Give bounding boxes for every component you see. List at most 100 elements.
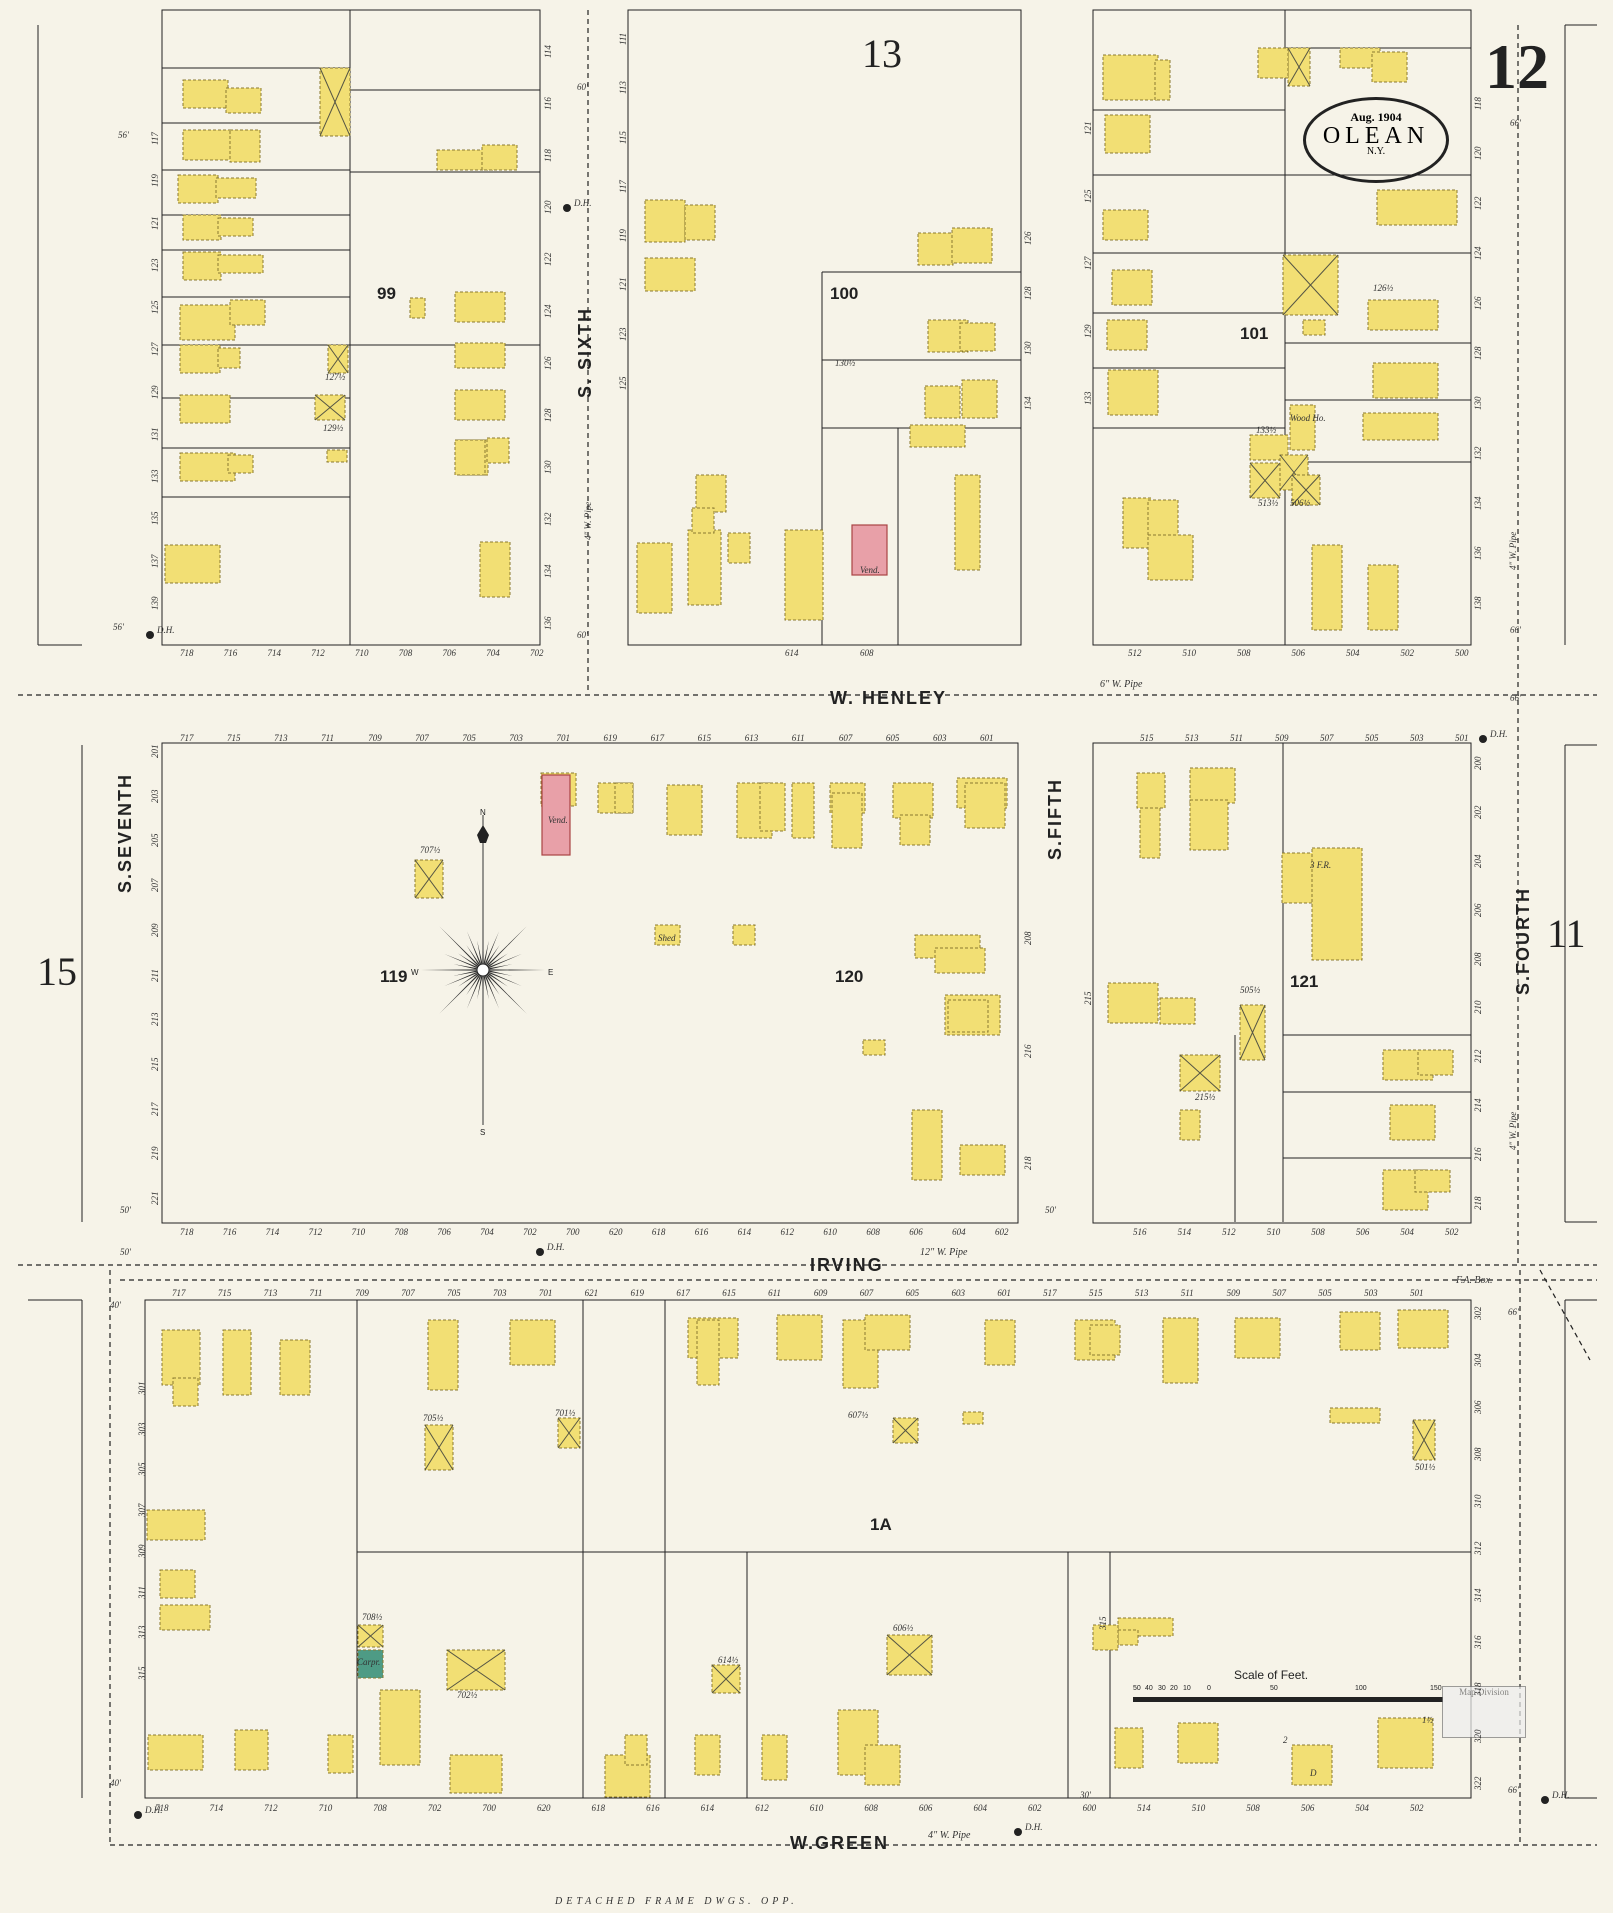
house-number: 708 [373,1803,387,1813]
building [614,782,634,814]
house-number: 610 [823,1227,837,1237]
fire-alarm-box: F.A. Box. [1456,1275,1493,1286]
house-number: 312 [1473,1541,1483,1556]
building-cross [327,344,349,374]
house-number: 123 [150,258,160,272]
building [327,1734,354,1774]
building [776,1314,823,1361]
building [509,1319,556,1366]
house-number: 209 [150,923,160,937]
house-number: 515 [1140,733,1154,743]
house-number: 200 [1473,756,1483,771]
building-mark: Carpr. [357,1657,381,1667]
house-number: 604 [973,1803,987,1813]
house-number: 128 [543,408,553,423]
building [911,1109,943,1181]
rear-number: 607½ [848,1410,869,1420]
house-number: 602 [1028,1803,1042,1813]
house-number: 124 [1473,246,1483,261]
house-number: 118 [543,149,553,162]
house-number: 302 [1473,1306,1483,1321]
house-number: 608 [860,648,874,658]
street-s-fourth: S.FOURTH [1513,887,1533,995]
building [1371,51,1408,83]
hydrant-dot [1479,735,1487,743]
house-number: 136 [543,616,553,631]
house-number: 503 [1410,733,1424,743]
pipe-green: 4" W. Pipe [928,1830,971,1841]
compass-ray [483,926,527,970]
house-number: 136 [1473,546,1483,561]
house-number: 513 [1185,733,1199,743]
compass-ray [483,964,513,970]
house-number: 210 [1473,1000,1483,1015]
house-number: 320 [1473,1729,1483,1744]
house-number: 212 [1473,1049,1483,1064]
house-number: 211 [150,968,160,982]
rear-number: 614½ [718,1655,739,1665]
building [179,452,236,482]
house-number: 510 [1266,1227,1281,1237]
building [831,792,863,849]
building [182,214,222,241]
house-number: 609 [813,1288,828,1298]
house-number: 712 [264,1803,278,1813]
house-number: 139 [150,596,160,611]
house-number: 607 [838,733,853,743]
block-99: 99 [377,284,396,303]
building-mark: 1½ [1422,1715,1434,1725]
house-number: 612 [780,1227,795,1237]
house-number: 511 [1180,1288,1194,1298]
house-number: 615 [722,1288,736,1298]
building [1302,319,1326,336]
rear-number: 130½ [835,358,856,368]
house-number: 309 [137,1544,147,1558]
building [1362,412,1439,441]
building-cross [1239,1004,1266,1061]
street-width: 56' [113,622,124,632]
house-number: 619 [603,733,618,743]
street-width: 40' [110,1778,121,1788]
block-1a-outline [144,1299,1472,1799]
house-number: 610 [809,1803,824,1813]
house-number: 602 [995,1227,1009,1237]
house-number: 702 [530,648,544,658]
adjacent-sheet-right: 11 [1547,911,1586,956]
house-number: 507 [1272,1288,1286,1298]
house-number: 614 [737,1227,752,1237]
building [1089,1324,1121,1356]
house-number: 126 [1473,296,1483,311]
house-number: 516 [1133,1227,1147,1237]
building-cross [892,1417,919,1444]
scale-tick-label: 40 [1145,1685,1153,1692]
rear-number: 701½ [555,1408,576,1418]
building-cross [1291,474,1321,506]
building [1291,1744,1333,1786]
street-width: 66' [1508,1307,1519,1317]
street-width: 60' [577,82,588,92]
building [227,454,254,474]
house-number: 501 [1410,1288,1424,1298]
house-number: 120 [543,200,553,215]
scale-bar-rule [1133,1697,1443,1702]
house-number: 706 [442,648,457,658]
building [1329,1407,1381,1424]
house-number: 132 [1473,446,1483,461]
street-irving: IRVING [810,1255,884,1275]
building [357,1649,384,1679]
building [984,1319,1016,1366]
house-number: 310 [1473,1494,1483,1509]
house-number: 512 [1128,648,1142,658]
compass-ray [466,945,483,970]
house-number: 130 [1473,396,1483,411]
house-number: 504 [1400,1227,1414,1237]
rear-number: 133½ [1256,425,1277,435]
hydrant-dot [536,1248,544,1256]
compass-letter: W [411,968,419,977]
compass-ray [483,970,489,1000]
compass-ray [453,970,483,976]
house-number: 122 [543,252,553,267]
house-number: 122 [1473,196,1483,211]
house-number: 125 [618,376,628,391]
